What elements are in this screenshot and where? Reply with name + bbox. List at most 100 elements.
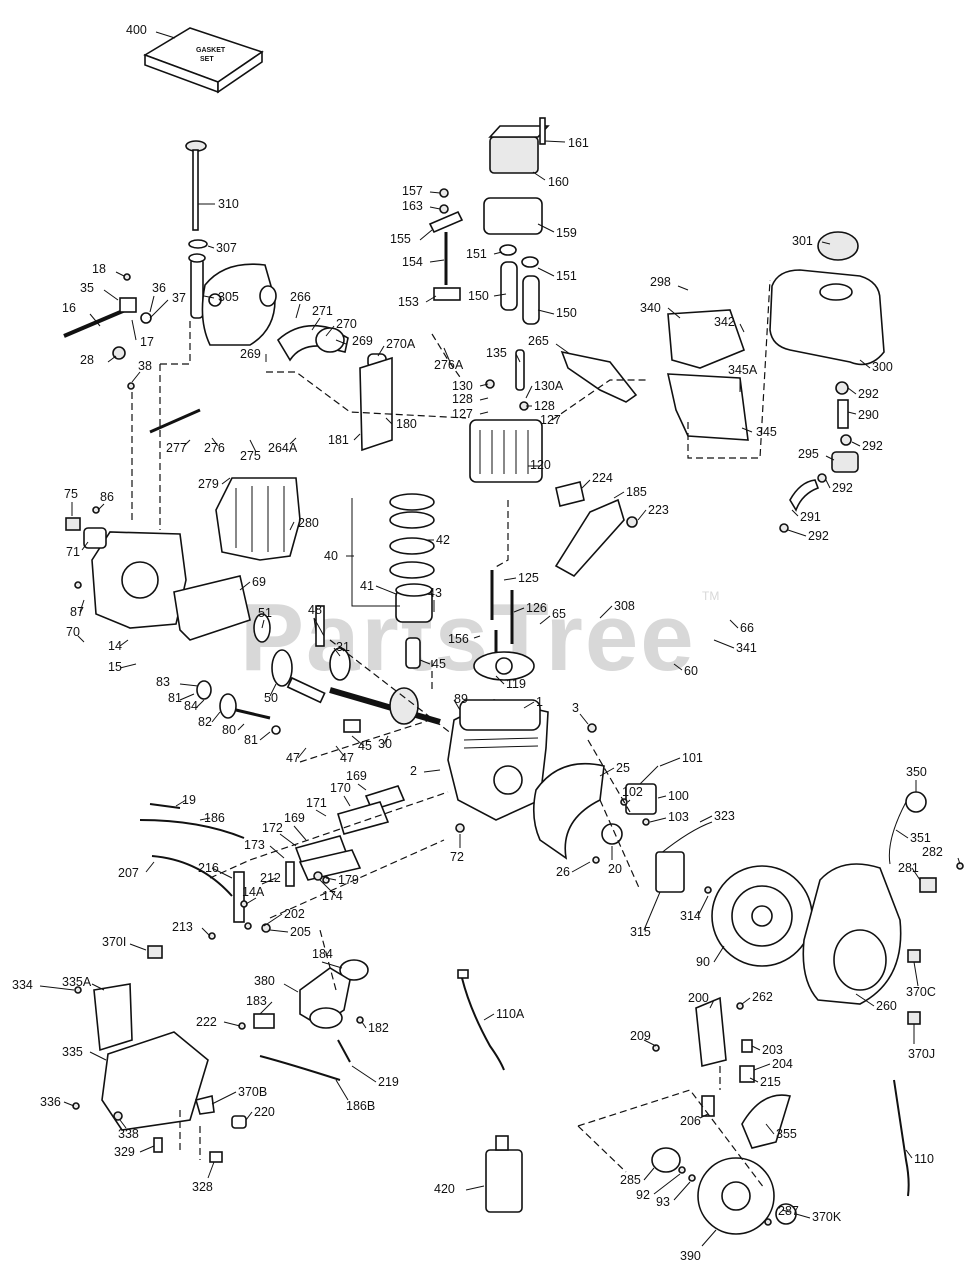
part-number: 285 [620,1173,641,1187]
part-number: 183 [246,994,267,1008]
part-number: 290 [858,408,879,422]
part-number: 101 [682,751,703,765]
part-number: 292 [832,481,853,495]
part-number: 128 [534,399,555,413]
part-number: 159 [556,226,577,240]
recoil-starter [651,1094,797,1235]
part-number: 220 [254,1105,275,1119]
piston-assembly [351,493,435,623]
part-number: 184 [312,947,333,961]
leader-lines [39,31,961,1247]
part-number: 103 [668,810,689,824]
part-number: 179 [338,873,359,887]
part-number: 206 [680,1114,701,1128]
part-number: 292 [862,439,883,453]
part-number: 169 [346,769,367,783]
part-number: 16 [62,301,76,315]
part-number: 338 [118,1127,139,1141]
part-number: 135 [486,346,507,360]
part-number: 276 [204,441,225,455]
part-number: 216 [198,861,219,875]
part-number: 87 [70,605,84,619]
intake-tube [554,481,638,578]
part-number: 15 [108,660,122,674]
part-number: 31 [336,640,350,654]
part-number: 28 [80,353,94,367]
part-number: 130A [534,379,564,393]
part-number: 186B [346,1099,375,1113]
ignition-module [620,765,659,826]
part-number: 264A [268,441,298,455]
part-number: 335 [62,1045,83,1059]
part-number: 156 [448,632,469,646]
part-number: 355 [776,1127,797,1141]
part-number: 72 [450,850,464,864]
part-number: 127 [452,407,473,421]
wire-110a [461,977,505,1071]
part-number: 281 [898,861,919,875]
part-number: 71 [66,545,80,559]
part-number: 83 [156,675,170,689]
cylinder-head [469,349,638,483]
part-number: 128 [452,392,473,406]
part-number: 185 [626,485,647,499]
part-number: 380 [254,974,275,988]
part-number: 110 [914,1152,934,1166]
part-number: 125 [518,571,539,585]
part-number: 336 [40,1095,61,1109]
part-number: 171 [306,796,327,810]
watermark-tm: TM [702,589,719,603]
part-number: 275 [240,449,261,463]
part-number: 279 [198,477,219,491]
part-number: 307 [216,241,237,255]
part-number: 154 [402,255,423,269]
part-number: 222 [196,1015,217,1029]
dipstick-assembly [185,140,208,319]
air-cleaner-housing [72,945,247,1163]
part-number: 93 [656,1195,670,1209]
part-number: 155 [390,232,411,246]
part-number: 60 [684,664,698,678]
flywheel [711,865,813,967]
part-number: 203 [762,1043,783,1057]
part-number: 345 [756,425,777,439]
part-number: 269 [240,347,261,361]
control-bracket [652,996,755,1117]
part-number: 89 [454,692,468,706]
part-number: 42 [436,533,450,547]
part-number: 161 [568,136,589,150]
part-number: 38 [138,359,152,373]
baffle-plate [359,356,393,452]
part-number: 130 [452,379,473,393]
part-number: 169 [284,811,305,825]
part-number: 314 [680,909,701,923]
part-number: 119 [506,677,526,691]
part-number: 310 [218,197,239,211]
intake-plates [285,785,406,887]
part-number: 174 [322,889,343,903]
part-number: 65 [552,607,566,621]
part-number: 69 [252,575,266,589]
part-number: 323 [714,809,735,823]
part-number: 14 [108,639,122,653]
part-number: 420 [434,1182,455,1196]
part-number: 295 [798,447,819,461]
part-number: 340 [640,301,661,315]
part-number: 17 [140,335,154,349]
part-number: 19 [182,793,196,807]
part-number: 280 [298,516,319,530]
part-number: 92 [636,1188,650,1202]
part-number: 151 [556,269,577,283]
part-number: 86 [100,490,114,504]
oil-bottle [485,1135,523,1213]
part-number: 20 [608,862,622,876]
part-number: 271 [312,304,333,318]
part-number: 287 [778,1204,799,1218]
part-number: 291 [800,510,821,524]
part-number: 151 [466,247,487,261]
assembly-lines [131,279,771,1189]
part-number: 202 [284,907,305,921]
throttle-link [259,1055,341,1081]
muffler-assembly [149,263,387,434]
part-number: 48 [308,603,322,617]
